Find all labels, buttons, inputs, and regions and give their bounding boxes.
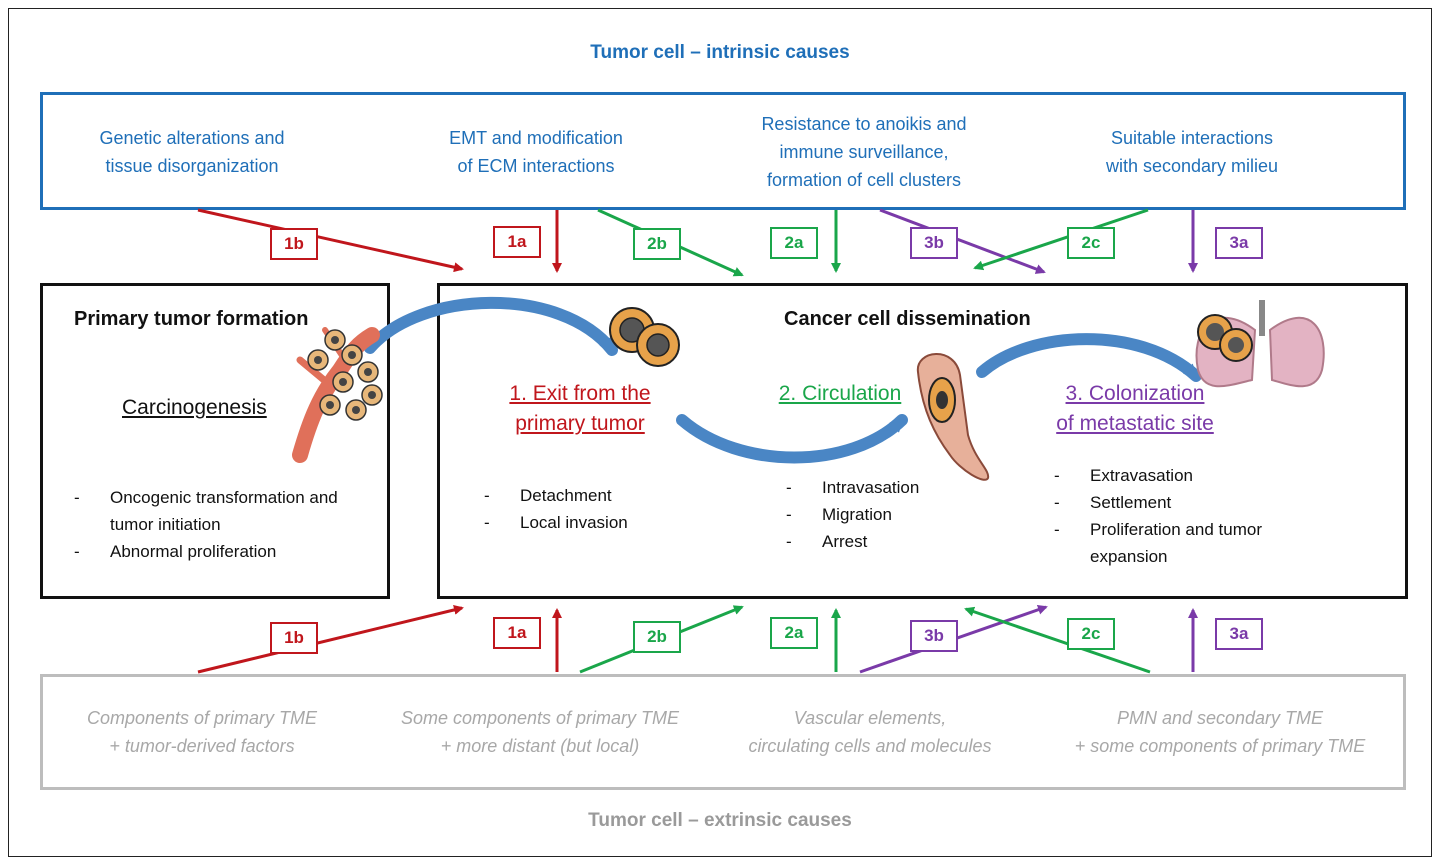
list-item: -Oncogenic transformation and tumor init…: [74, 488, 338, 534]
list-item: -Proliferation and tumor expansion: [1054, 520, 1262, 566]
dissemination-box: [437, 283, 1408, 599]
list-item: -Local invasion: [484, 513, 628, 532]
badge-top-2a: 2a: [770, 227, 818, 259]
primary-tumor-box: [40, 283, 390, 599]
list-item: -Arrest: [786, 532, 868, 551]
badge-top-1b: 1b: [270, 228, 318, 260]
list-item: -Extravasation: [1054, 466, 1193, 485]
flow-arrow-circulation-to-colonization: [976, 333, 1202, 382]
list-item: -Detachment: [484, 486, 612, 505]
list-item: -Settlement: [1054, 493, 1172, 512]
extrinsic-cause-primary-tme: Components of primary TME+ tumor-derived…: [86, 708, 318, 756]
arrow-top-1b: [197, 208, 464, 273]
circulating-vessel-icon: [916, 353, 990, 481]
intrinsic-causes-title: Tumor cell – intrinsic causes: [590, 42, 850, 63]
list-item: -Abnormal proliferation: [74, 542, 277, 561]
extrinsic-cause-vascular: Vascular elements,circulating cells and …: [748, 708, 992, 756]
badge-bottom-3a: 3a: [1215, 618, 1263, 650]
circulation-list: -Intravasation -Migration -Arrest: [786, 474, 986, 555]
step-circulation-label: 2. Circulation: [778, 382, 902, 405]
list-item: -Migration: [786, 505, 892, 524]
primary-tumor-list: -Oncogenic transformation and tumor init…: [74, 484, 374, 565]
flow-arrow-exit-to-circulation: [676, 414, 908, 464]
badge-top-1a: 1a: [493, 226, 541, 258]
tumor-vessel-icon: [292, 327, 383, 463]
dissemination-title: Cancer cell dissemination: [784, 308, 1031, 330]
detached-cells-icon: [609, 307, 680, 367]
carcinogenesis-label: Carcinogenesis: [122, 396, 267, 419]
extrinsic-cause-pmn: PMN and secondary TME+ some components o…: [1074, 708, 1366, 756]
badge-bottom-2b: 2b: [633, 621, 681, 653]
flow-arrow-primary-to-exit: [364, 296, 618, 356]
lungs-icon: [1195, 300, 1325, 388]
badge-top-3b: 3b: [910, 227, 958, 259]
intrinsic-causes-box: [40, 92, 1406, 210]
extrinsic-causes-title: Tumor cell – extrinsic causes: [588, 810, 852, 831]
badge-top-2b: 2b: [633, 228, 681, 260]
badge-bottom-3b: 3b: [910, 620, 958, 652]
badge-top-3a: 3a: [1215, 227, 1263, 259]
extrinsic-causes-box: [40, 674, 1406, 790]
list-item: -Intravasation: [786, 478, 920, 497]
badge-top-2c: 2c: [1067, 227, 1115, 259]
primary-tumor-title: Primary tumor formation: [74, 308, 309, 330]
badge-bottom-2a: 2a: [770, 617, 818, 649]
arrow-top-3b: [879, 208, 1046, 274]
badge-bottom-1b: 1b: [270, 622, 318, 654]
arrow-top-2c: [973, 208, 1149, 271]
exit-list: -Detachment -Local invasion: [484, 482, 704, 536]
arrow-bottom-1b: [197, 605, 464, 674]
extrinsic-cause-distant-local: Some components of primary TME+ more dis…: [400, 708, 680, 756]
badge-bottom-1a: 1a: [493, 617, 541, 649]
colonization-list: -Extravasation -Settlement -Proliferatio…: [1054, 462, 1274, 570]
badge-bottom-2c: 2c: [1067, 618, 1115, 650]
figure-frame: [8, 8, 1432, 857]
arrow-bottom-2c: [964, 606, 1151, 674]
